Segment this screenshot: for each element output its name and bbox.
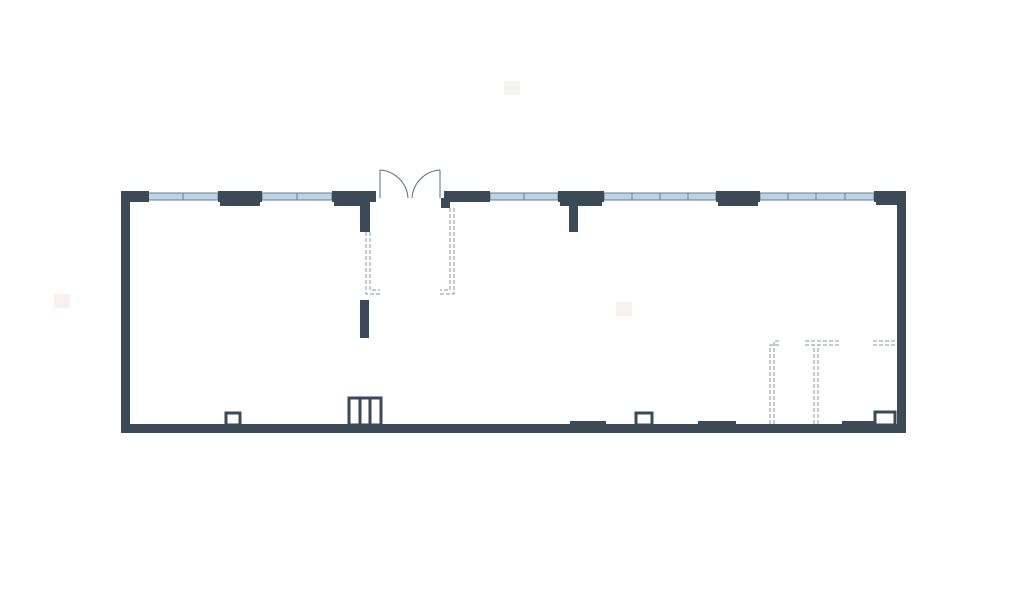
interior-elements bbox=[360, 198, 578, 338]
dashed-partitions bbox=[365, 208, 897, 424]
dashed-partition bbox=[369, 232, 380, 291]
partition-wall bbox=[360, 300, 369, 338]
wall-right bbox=[897, 191, 906, 433]
fixture-box bbox=[634, 411, 654, 427]
fixtures bbox=[224, 396, 897, 427]
fixture-box bbox=[224, 411, 242, 427]
wall-thickening bbox=[698, 421, 736, 425]
wall-thickening bbox=[570, 421, 606, 425]
pilaster bbox=[334, 200, 362, 206]
faint-mark bbox=[54, 294, 70, 308]
wall-segment bbox=[558, 191, 604, 202]
wall-segment bbox=[874, 191, 906, 202]
wall-bottom bbox=[121, 424, 906, 433]
wall-left bbox=[121, 191, 130, 433]
wall-thickening bbox=[842, 421, 876, 425]
window bbox=[759, 192, 875, 201]
door-swing-left bbox=[379, 169, 409, 199]
column bbox=[569, 200, 578, 232]
pilaster bbox=[220, 200, 260, 206]
window bbox=[603, 192, 717, 201]
faint-mark bbox=[504, 81, 520, 95]
exterior-walls bbox=[121, 191, 906, 433]
window bbox=[147, 192, 219, 201]
dashed-partition bbox=[365, 232, 380, 295]
dashed-partition bbox=[769, 344, 780, 424]
wall-segment bbox=[716, 191, 760, 202]
column bbox=[441, 198, 450, 208]
column bbox=[360, 200, 370, 232]
background-marks bbox=[54, 81, 632, 316]
pilaster bbox=[718, 200, 758, 206]
faint-mark bbox=[616, 302, 632, 316]
dashed-partition bbox=[440, 208, 455, 295]
wall-segment bbox=[218, 191, 262, 202]
window bbox=[261, 192, 333, 201]
shaft-fixture bbox=[347, 396, 383, 427]
wall-segment bbox=[121, 191, 149, 202]
pilaster bbox=[876, 200, 898, 205]
door-swing-right bbox=[411, 169, 441, 199]
entrance-door bbox=[379, 169, 441, 199]
wall-segment bbox=[444, 191, 490, 202]
window bbox=[489, 192, 559, 201]
dashed-partition bbox=[440, 208, 451, 291]
wall-segment bbox=[332, 191, 376, 202]
pilaster bbox=[560, 200, 602, 206]
dashed-partition bbox=[773, 340, 780, 424]
fixture-box bbox=[873, 410, 897, 427]
